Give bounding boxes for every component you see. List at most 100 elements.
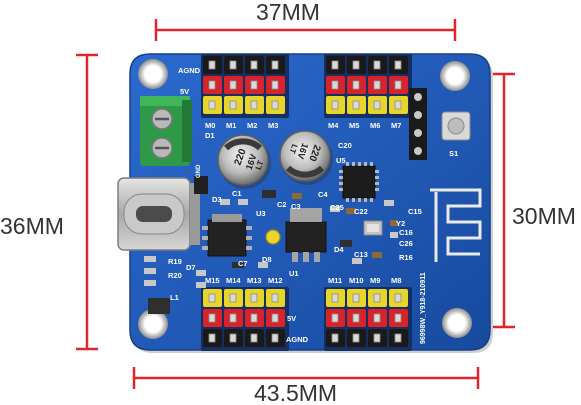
silk-c25: C25 [330,203,344,212]
header-pin-contact [271,60,279,70]
header-pin-contact [208,60,216,70]
header-pin-contact [271,293,279,303]
header-label-top-left: M0 [205,121,215,130]
silk-r20: R20 [168,271,182,280]
header-label-bottom-left: M13 [247,276,262,285]
header-label-bottom-left: M14 [226,276,241,285]
silk-c16: C16 [399,228,413,237]
header-pin-contact [229,313,237,323]
header-pin-contact [229,80,237,90]
header-pin-contact [352,60,360,70]
header-pin-contact [352,333,360,343]
silkscreen: AGND 5V 5V AGND GND D1 D3 D7 D4 D8 U1 U3… [168,66,458,344]
header-pin-contact [373,80,381,90]
smd-passives [144,190,398,288]
header-pin-contact [373,293,381,303]
silk-s1: S1 [449,149,458,158]
left-dimension-label: 36MM [0,213,64,239]
silk-d3: D3 [212,195,222,204]
header-pin-contact [271,100,279,110]
header-pin-contact [331,333,339,343]
pin-header-bottom-left: M15 M14 M13 M12 [201,276,289,351]
header-pin-contact [352,80,360,90]
header-pin-contact [250,100,258,110]
sot-chip [194,176,208,194]
silk-c22: C22 [354,207,368,216]
header-pin-contact [271,333,279,343]
silk-r19: R19 [168,257,182,266]
header-pin-contact [394,333,402,343]
silk-c7: C7 [238,259,248,268]
silk-u3: U3 [256,209,266,218]
header-pin-contact [331,313,339,323]
silk-5v-top: 5V [180,87,189,96]
silk-y2: Y2 [396,219,405,228]
silk-d1: D1 [205,131,215,140]
header-pin-contact [208,80,216,90]
header-pin-contact [250,333,258,343]
silk-u5: U5 [336,156,346,165]
usb-c-connector [117,177,200,251]
header-pin-contact [271,313,279,323]
regulator-u3 [202,214,252,257]
right-dimension-label: 30MM [512,203,576,229]
silk-l1: L1 [170,293,179,302]
silk-c20: C20 [338,141,352,150]
screw-terminal [140,96,192,166]
reset-button [441,111,471,141]
silk-d4: D4 [334,245,344,254]
header-pin-contact [331,60,339,70]
smd-inductor-l1 [148,298,170,314]
silk-c15: C15 [408,207,422,216]
header-pin-contact [229,60,237,70]
silk-r16: R16 [399,253,413,262]
header-pin-contact [229,100,237,110]
header-pin-contact [352,293,360,303]
pcb-antenna [430,188,482,262]
capacitor-left-mark: LT [254,159,266,171]
header-pin-contact [394,293,402,303]
header-pin-contact [331,293,339,303]
header-pin-contact [271,80,279,90]
header-pin-contact [352,100,360,110]
header-pin-contact [373,100,381,110]
header-pin-contact [373,60,381,70]
header-label-bottom-left: M15 [205,276,220,285]
header-pin-contact [250,293,258,303]
header-pin-contact [331,100,339,110]
silk-c2: C2 [277,200,287,209]
silk-agnd-bottom: AGND [286,335,309,344]
header-label-bottom-right: M11 [328,276,342,285]
dimension-lines [76,19,515,389]
capacitor-right-mark: LT [288,143,300,155]
header-label-bottom-left: M12 [268,276,283,285]
silk-agnd-top: AGND [178,66,201,75]
crystal-y2 [363,220,383,236]
header-label-bottom-right: M9 [370,276,380,285]
silk-c1: C1 [232,189,242,198]
silk-model: 96998W_Y918-210911 [420,272,427,344]
silk-d7: D7 [186,263,196,272]
header-label-top-left: M2 [247,121,257,130]
silk-5v-bottom: 5V [287,314,296,323]
header-pin-contact [208,333,216,343]
header-label-bottom-right: M8 [391,276,401,285]
header-label-top-right: M5 [349,121,359,130]
mcu-u5 [339,162,379,202]
header-pin-contact [394,60,402,70]
header-label-top-right: M4 [328,121,339,130]
silk-u1: U1 [289,269,299,278]
bottom-dimension-label: 43.5MM [254,380,338,405]
capacitor-left: 220 16V LT [217,134,271,189]
header-pin-contact [331,80,339,90]
header-label-top-right: M6 [370,121,380,130]
header-label-bottom-right: M10 [349,276,364,285]
silk-c4: C4 [318,190,328,199]
silk-gnd-side: GND [196,164,202,178]
header-pin-contact [373,333,381,343]
header-pin-contact [229,333,237,343]
header-label-top-left: M1 [226,121,236,130]
header-pin-contact [394,80,402,90]
header-pin-contact [373,313,381,323]
header-pin-contact [250,80,258,90]
